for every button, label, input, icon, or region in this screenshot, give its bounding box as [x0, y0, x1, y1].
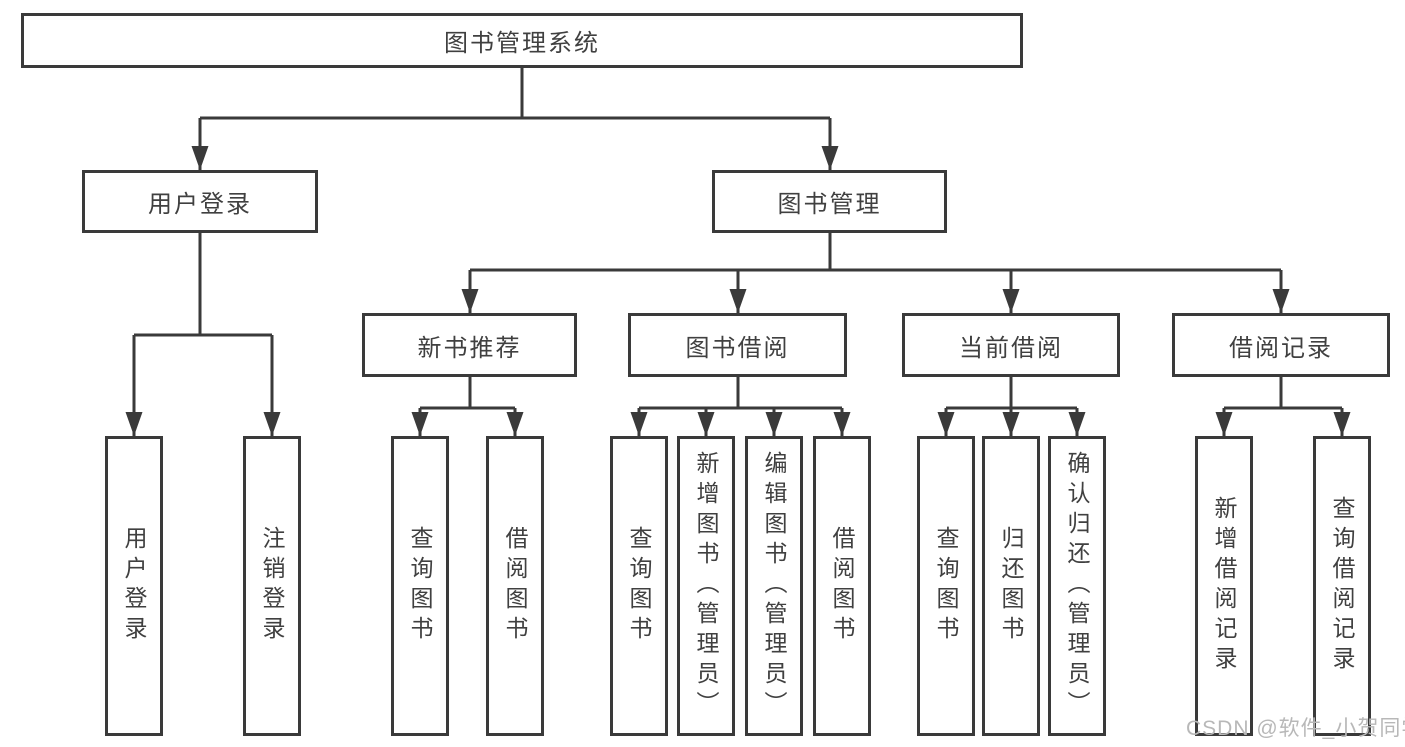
- leaf-query-books-newbooks: 查询图书: [391, 436, 449, 736]
- leaf-return-book: 归还图书: [982, 436, 1040, 736]
- arrow-down-icon: [729, 289, 747, 313]
- leaf-add-borrow-record: 新增借阅记录: [1195, 436, 1253, 736]
- connector-lines: [132, 68, 1344, 436]
- node-current-borrowing: 当前借阅: [902, 313, 1120, 377]
- arrow-down-icon: [506, 412, 524, 436]
- leaf-query-books-current: 查询图书: [917, 436, 975, 736]
- arrowheads: [125, 146, 1351, 436]
- arrow-down-icon: [630, 412, 648, 436]
- leaf-user-login: 用户登录: [105, 436, 163, 736]
- arrow-down-icon: [1002, 289, 1020, 313]
- arrow-down-icon: [1272, 289, 1290, 313]
- arrow-down-icon: [1215, 412, 1233, 436]
- arrow-down-icon: [937, 412, 955, 436]
- edge-book-mgmt-to-level3: [468, 233, 1283, 313]
- leaf-confirm-return-admin: 确认归还（管理员）: [1048, 436, 1106, 736]
- arrow-down-icon: [191, 146, 209, 170]
- node-library-management-system: 图书管理系统: [21, 13, 1023, 68]
- arrow-down-icon: [697, 412, 715, 436]
- edge-borrow-records-to-leaves: [1222, 377, 1344, 436]
- arrow-down-icon: [263, 412, 281, 436]
- arrow-down-icon: [821, 146, 839, 170]
- node-new-book-recommendation: 新书推荐: [362, 313, 577, 377]
- arrow-down-icon: [411, 412, 429, 436]
- leaf-query-books-borrowing: 查询图书: [610, 436, 668, 736]
- arrow-down-icon: [1002, 412, 1020, 436]
- edge-root-to-level2: [198, 68, 832, 170]
- watermark-text: CSDN @软件_小贺同学: [1186, 717, 1405, 740]
- node-user-login: 用户登录: [82, 170, 318, 233]
- leaf-add-book-admin: 新增图书（管理员）: [677, 436, 735, 736]
- arrow-down-icon: [833, 412, 851, 436]
- edge-new-books-to-leaves: [418, 377, 517, 436]
- leaf-logout: 注销登录: [243, 436, 301, 736]
- leaf-borrow-books-borrowing: 借阅图书: [813, 436, 871, 736]
- arrow-down-icon: [765, 412, 783, 436]
- leaf-borrow-books-newbooks: 借阅图书: [486, 436, 544, 736]
- edge-user-login-to-leaves: [132, 233, 274, 436]
- leaf-query-borrow-record: 查询借阅记录: [1313, 436, 1371, 736]
- leaf-edit-book-admin: 编辑图书（管理员）: [745, 436, 803, 736]
- edge-book-borrow-to-leaves: [637, 377, 844, 436]
- node-borrowing-records: 借阅记录: [1172, 313, 1390, 377]
- arrow-down-icon: [125, 412, 143, 436]
- arrow-down-icon: [1068, 412, 1086, 436]
- node-book-management: 图书管理: [712, 170, 947, 233]
- arrow-down-icon: [461, 289, 479, 313]
- arrow-down-icon: [1333, 412, 1351, 436]
- node-book-borrowing: 图书借阅: [628, 313, 847, 377]
